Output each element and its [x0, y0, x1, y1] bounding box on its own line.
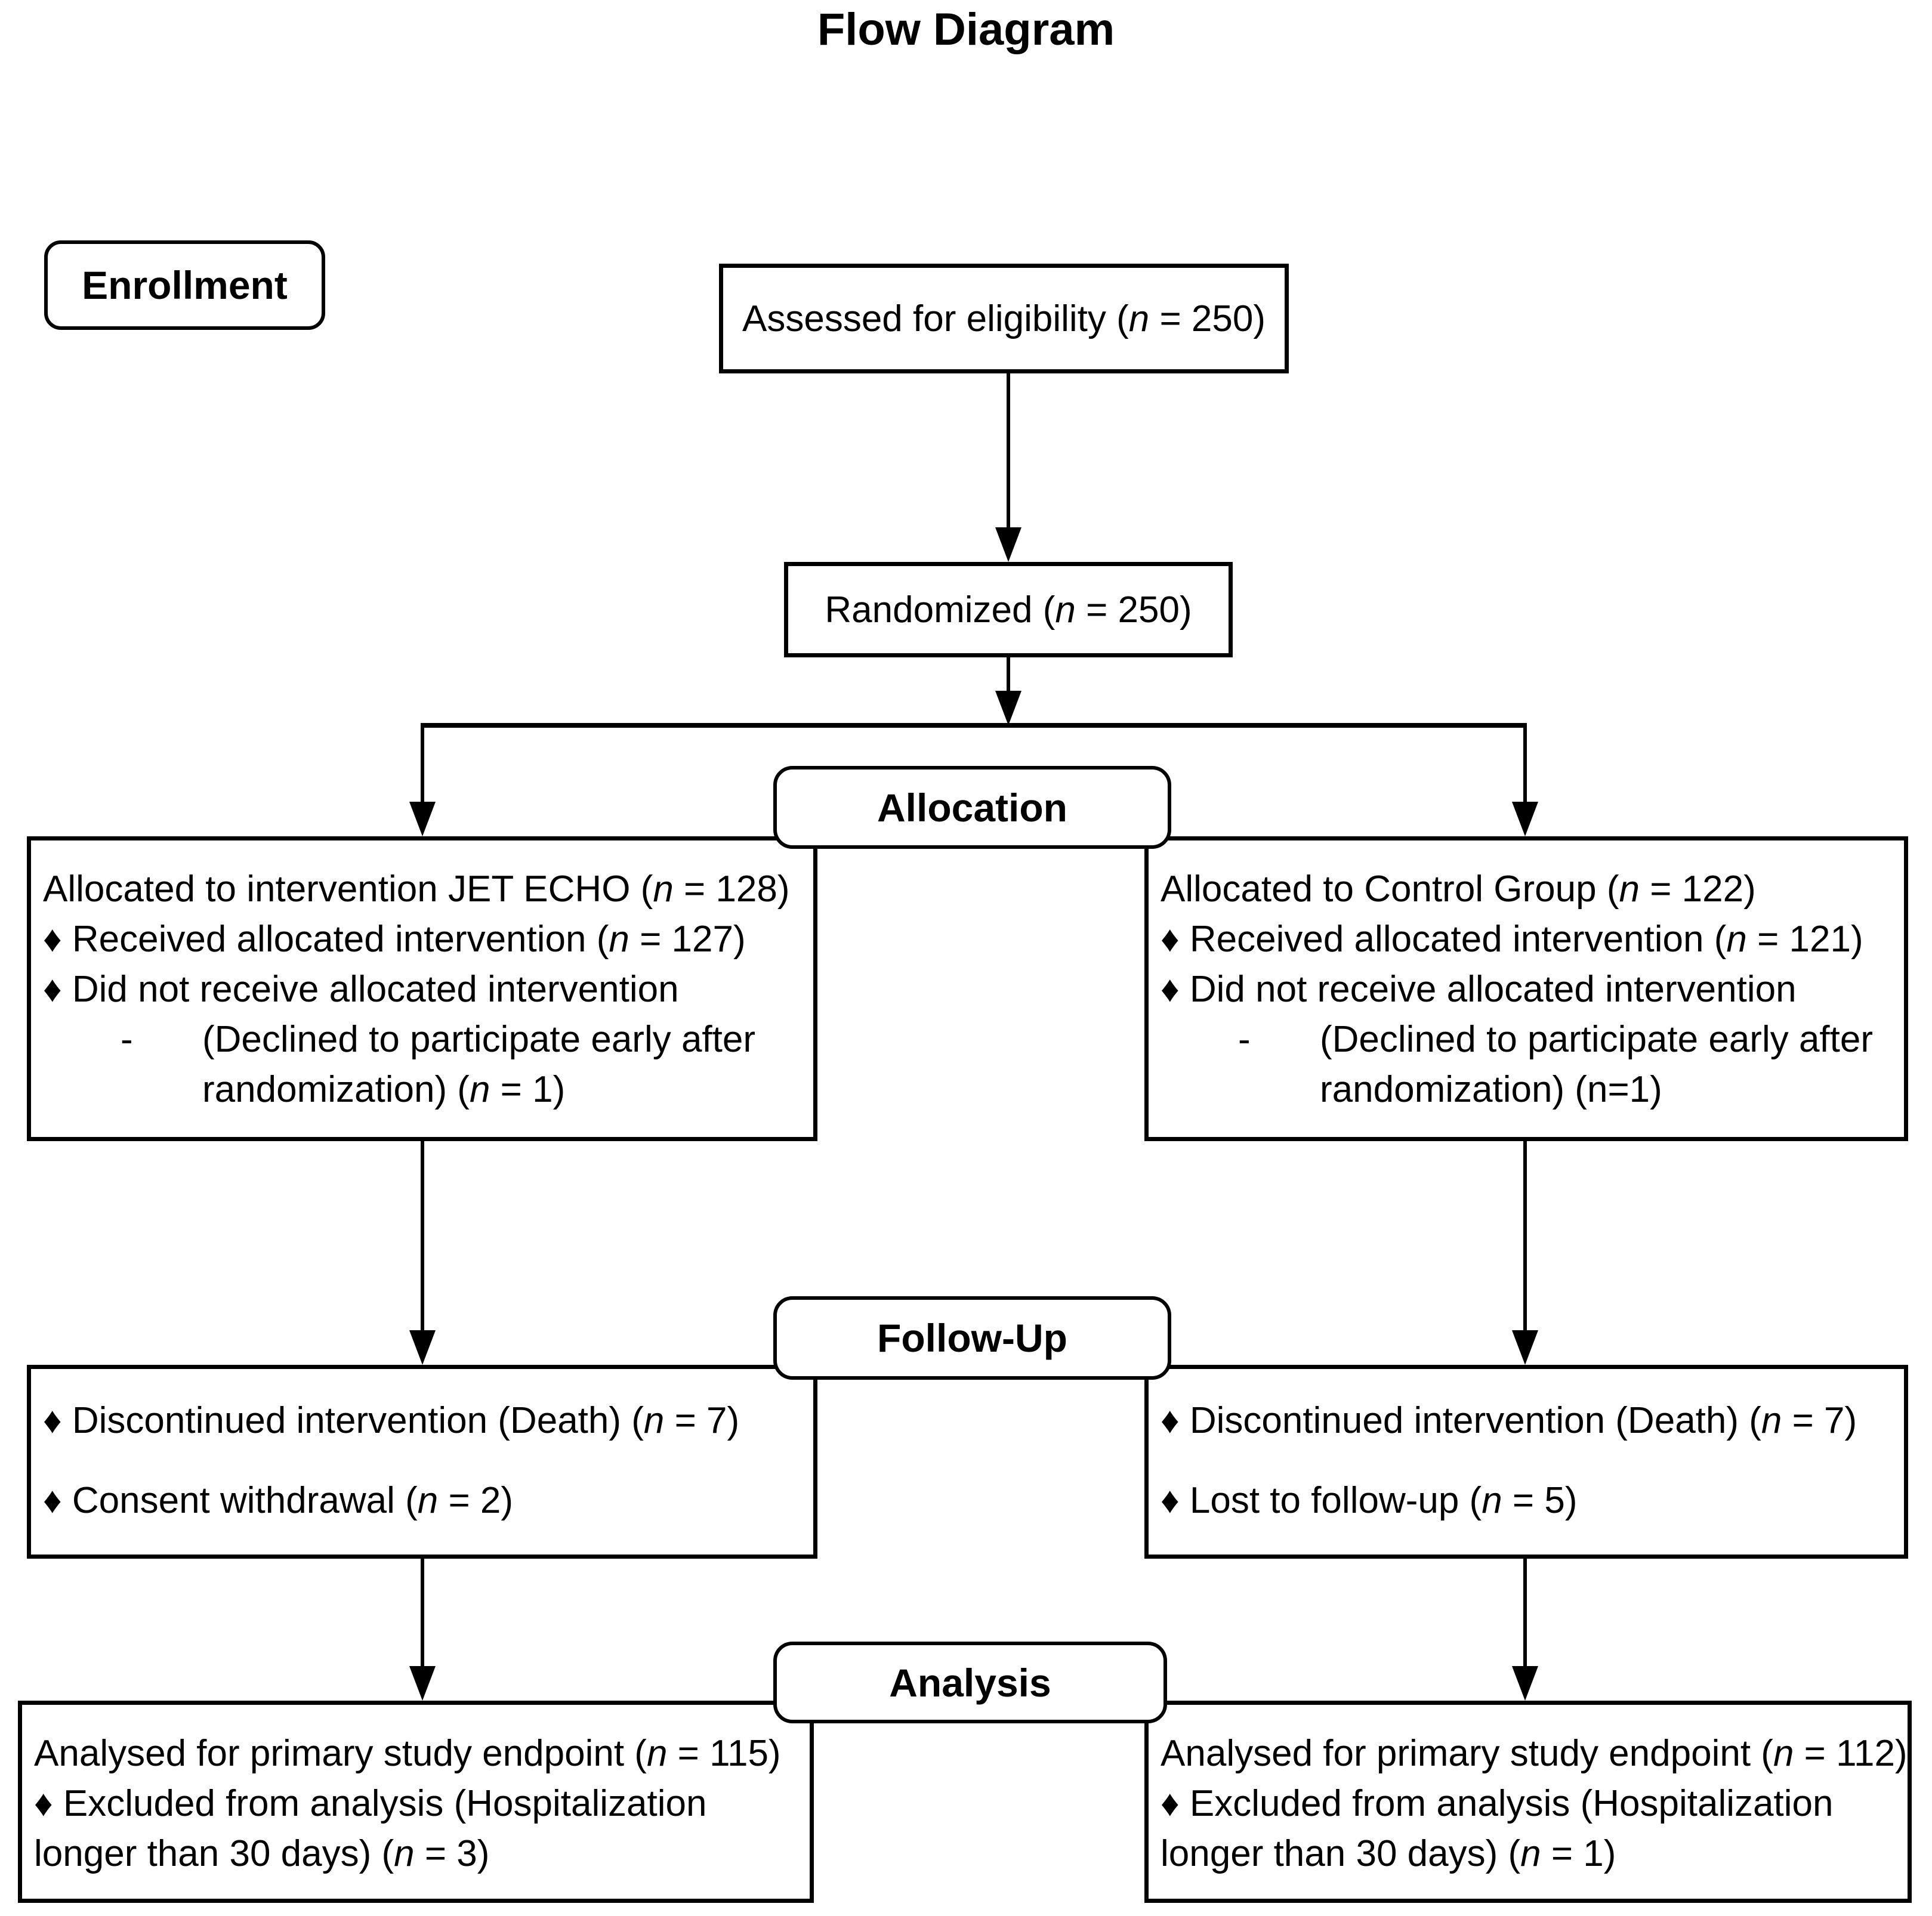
allocation-right-subline1: - (Declined to participate early after: [1149, 1015, 1904, 1065]
connector-allocation-followup-right: [1523, 1141, 1527, 1330]
arrowhead-randomized: [995, 527, 1021, 562]
connector-followup-analysis-right: [1523, 1559, 1527, 1666]
allocation-left-subline2: randomization) (n = 1): [202, 1069, 566, 1110]
allocation-left-subline1: - (Declined to participate early after: [31, 1015, 813, 1065]
connector-allocation-followup-left: [421, 1141, 424, 1330]
box-allocation-right-content: Allocated to Control Group (n = 122) ♦ R…: [1149, 840, 1904, 1115]
allocation-left-sub-text1: (Declined to participate early after: [202, 1019, 756, 1060]
box-randomized: Randomized (n = 250): [784, 562, 1233, 657]
box-followup-left-content: ♦ Discontinued intervention (Death) (n =…: [31, 1369, 813, 1526]
allocation-right-title: Allocated to Control Group (n = 122): [1161, 869, 1756, 910]
arrowhead-followup-right: [1512, 1330, 1538, 1365]
box-followup-left: ♦ Discontinued intervention (Death) (n =…: [27, 1365, 817, 1559]
analysis-left-bullet1: ♦ Excluded from analysis (Hospitalizatio…: [34, 1783, 707, 1824]
connector-branch-allocation-left: [421, 725, 424, 803]
arrowhead-allocation-right: [1512, 802, 1538, 836]
connector-followup-analysis-left: [421, 1559, 424, 1666]
stage-label-followup: Follow-Up: [773, 1296, 1171, 1380]
allocation-right-sub-text1: (Declined to participate early after: [1320, 1019, 1874, 1060]
allocation-right-subline2: randomization) (n=1): [1320, 1069, 1662, 1110]
arrowhead-analysis-right: [1512, 1666, 1538, 1701]
arrowhead-analysis-left: [409, 1666, 436, 1701]
branch-line: [421, 723, 1527, 728]
allocation-left-bullet2: ♦ Did not receive allocated intervention: [43, 969, 679, 1010]
followup-left-bullet1: ♦ Discontinued intervention (Death) (n =…: [43, 1400, 740, 1441]
connector-branch-allocation-right: [1523, 725, 1527, 803]
box-analysis-left-content: Analysed for primary study endpoint (n =…: [22, 1705, 810, 1879]
analysis-right-bullet1: ♦ Excluded from analysis (Hospitalizatio…: [1161, 1783, 1834, 1824]
followup-left-bullet2: ♦ Consent withdrawal (n = 2): [43, 1480, 514, 1521]
allocation-right-bullet2: ♦ Did not receive allocated intervention: [1161, 969, 1797, 1010]
box-followup-right-content: ♦ Discontinued intervention (Death) (n =…: [1149, 1369, 1904, 1526]
followup-right-bullet2: ♦ Lost to follow-up (n = 5): [1161, 1480, 1578, 1521]
stage-label-allocation: Allocation: [773, 766, 1171, 849]
box-analysis-right: Analysed for primary study endpoint (n =…: [1144, 1701, 1912, 1903]
box-allocation-left: Allocated to intervention JET ECHO (n = …: [27, 836, 817, 1141]
box-assessed: Assessed for eligibility (n = 250): [719, 264, 1289, 373]
box-analysis-right-content: Analysed for primary study endpoint (n =…: [1149, 1705, 1908, 1879]
connector-randomized-branch: [1007, 657, 1010, 692]
allocation-right-sub-dash: -: [1238, 1019, 1251, 1060]
box-allocation-right: Allocated to Control Group (n = 122) ♦ R…: [1144, 836, 1908, 1141]
allocation-right-bullet1: ♦ Received allocated intervention (n = 1…: [1161, 919, 1863, 960]
box-analysis-left: Analysed for primary study endpoint (n =…: [18, 1701, 814, 1903]
stage-label-enrollment-text: Enrollment: [82, 263, 288, 307]
arrowhead-allocation-left: [409, 802, 436, 836]
stage-label-allocation-text: Allocation: [877, 785, 1067, 830]
analysis-left-bullet2: longer than 30 days) (n = 3): [34, 1833, 490, 1874]
analysis-left-title: Analysed for primary study endpoint (n =…: [34, 1733, 781, 1774]
analysis-right-bullet2: longer than 30 days) (n = 1): [1161, 1833, 1616, 1874]
box-assessed-text: Assessed for eligibility (n = 250): [742, 298, 1266, 339]
box-randomized-text: Randomized (n = 250): [825, 589, 1192, 631]
stage-label-followup-text: Follow-Up: [877, 1316, 1067, 1360]
allocation-left-bullet1: ♦ Received allocated intervention (n = 1…: [43, 919, 746, 960]
allocation-left-sub-dash: -: [121, 1019, 133, 1060]
arrowhead-branch: [995, 691, 1021, 725]
stage-label-enrollment: Enrollment: [44, 240, 325, 330]
stage-label-analysis-text: Analysis: [889, 1660, 1051, 1705]
analysis-right-title: Analysed for primary study endpoint (n =…: [1161, 1733, 1908, 1774]
page-title: Flow Diagram: [817, 4, 1115, 55]
box-allocation-left-content: Allocated to intervention JET ECHO (n = …: [31, 840, 813, 1115]
box-followup-right: ♦ Discontinued intervention (Death) (n =…: [1144, 1365, 1908, 1559]
arrowhead-followup-left: [409, 1330, 436, 1365]
stage-label-analysis: Analysis: [773, 1642, 1167, 1723]
connector-assessed-randomized: [1007, 373, 1010, 529]
allocation-left-title: Allocated to intervention JET ECHO (n = …: [43, 869, 790, 910]
followup-right-bullet1: ♦ Discontinued intervention (Death) (n =…: [1161, 1400, 1857, 1441]
